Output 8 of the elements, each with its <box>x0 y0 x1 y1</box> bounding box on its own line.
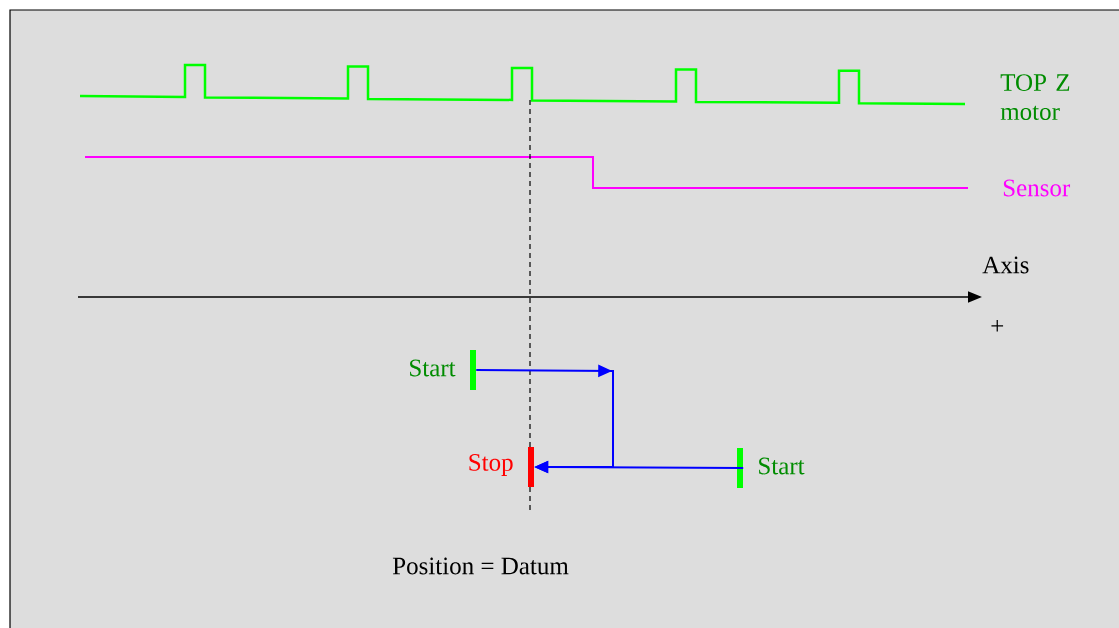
marker-label: Start <box>410 359 456 377</box>
direction-sign: + <box>991 319 1004 332</box>
signal-label: TOP Z motor <box>1000 74 1070 120</box>
axis-label: Axis <box>982 256 1029 274</box>
marker-label: Start <box>759 457 805 475</box>
marker-label: Stop <box>469 454 513 476</box>
signal-label: Sensor <box>1003 179 1071 197</box>
caption-text: Position = Datum <box>392 557 569 575</box>
